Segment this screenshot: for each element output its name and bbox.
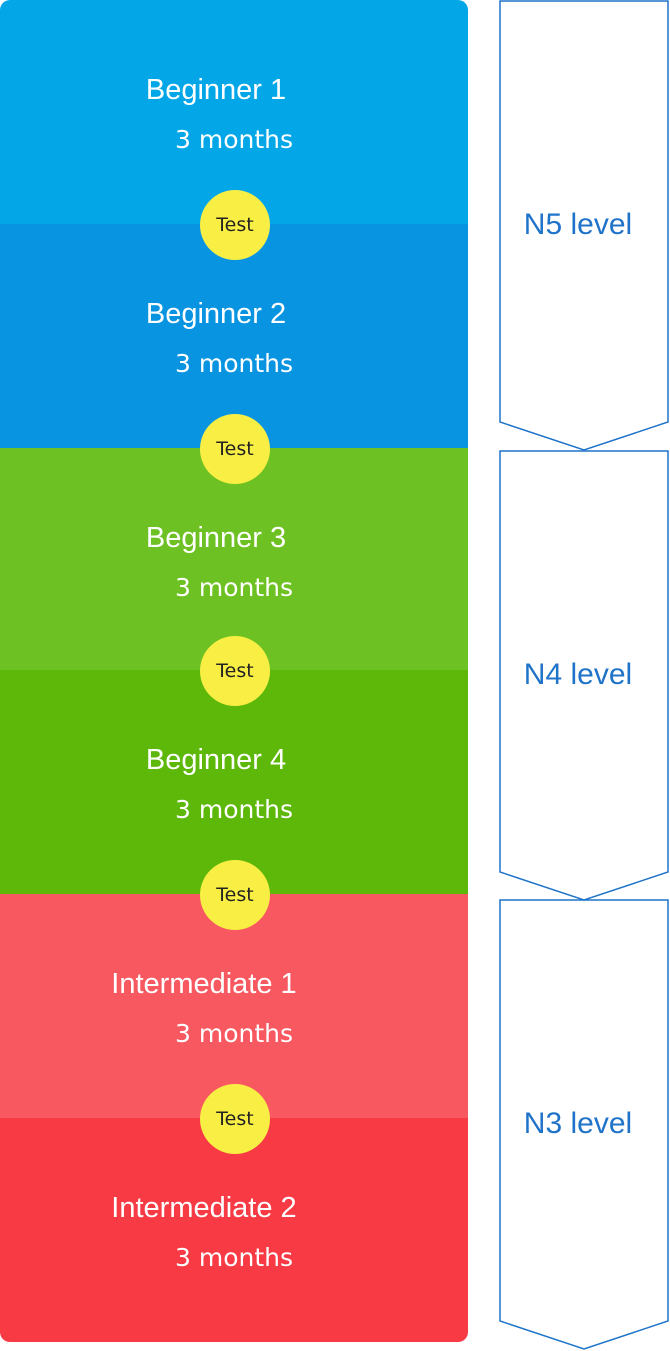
stage-beginner-3: Beginner 3 3 months xyxy=(0,448,468,672)
test-badge: Test xyxy=(200,636,270,706)
stage-title: Beginner 4 xyxy=(145,744,287,776)
stage-title: Beginner 2 xyxy=(145,298,287,330)
level-arrow-n4: N4 level xyxy=(498,450,670,902)
level-label: N3 level xyxy=(523,1107,633,1140)
test-badge: Test xyxy=(200,414,270,484)
test-badge: Test xyxy=(200,860,270,930)
test-badge: Test xyxy=(200,190,270,260)
level-arrow-n5: N5 level xyxy=(498,0,670,452)
level-arrow-n3: N3 level xyxy=(498,899,670,1351)
stage-duration: 3 months xyxy=(174,1019,294,1048)
course-stages: Beginner 1 3 months Beginner 2 3 months … xyxy=(0,0,468,1342)
stage-title: Beginner 3 xyxy=(145,522,287,554)
level-label: N4 level xyxy=(523,658,633,691)
stage-title: Beginner 1 xyxy=(145,74,287,106)
stage-beginner-4: Beginner 4 3 months xyxy=(0,670,468,894)
stage-beginner-1: Beginner 1 3 months xyxy=(0,0,468,224)
stage-title: Intermediate 1 xyxy=(111,968,297,1000)
chevron-down-arrow-icon xyxy=(499,0,669,451)
stage-duration: 3 months xyxy=(174,1243,294,1272)
test-badge: Test xyxy=(200,1084,270,1154)
stage-beginner-2: Beginner 2 3 months xyxy=(0,224,468,448)
stage-intermediate-2: Intermediate 2 3 months xyxy=(0,1118,468,1342)
stage-intermediate-1: Intermediate 1 3 months xyxy=(0,894,468,1118)
stage-duration: 3 months xyxy=(174,125,294,154)
chevron-down-arrow-icon xyxy=(499,450,669,901)
stage-duration: 3 months xyxy=(174,349,294,378)
stage-duration: 3 months xyxy=(174,795,294,824)
stage-duration: 3 months xyxy=(174,573,294,602)
level-label: N5 level xyxy=(523,208,633,241)
stage-title: Intermediate 2 xyxy=(111,1192,297,1224)
chevron-down-arrow-icon xyxy=(499,899,669,1350)
